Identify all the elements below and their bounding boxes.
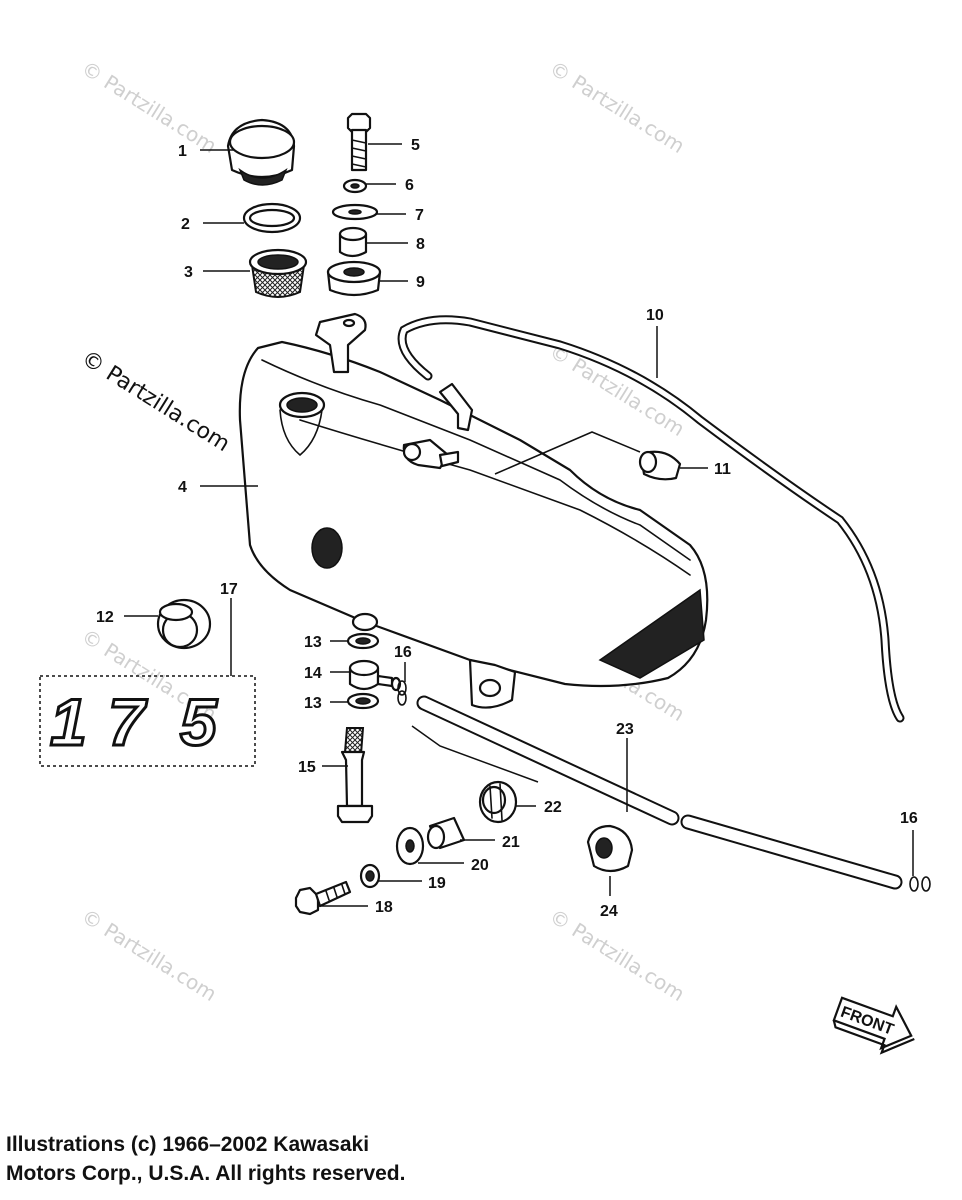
callout-label: 18 bbox=[375, 899, 393, 916]
gasket-ring bbox=[242, 202, 302, 234]
callout-label: 2 bbox=[181, 216, 190, 233]
watermark: © Partzilla.com bbox=[77, 904, 221, 1006]
oil-tank bbox=[238, 312, 709, 709]
callout-label: 10 bbox=[646, 307, 664, 324]
assembly-guides bbox=[411, 725, 539, 783]
callout-label: 5 bbox=[411, 137, 420, 154]
banjo-fitting-14 bbox=[348, 659, 402, 692]
clamp-16-lower bbox=[909, 876, 931, 892]
grommet-24 bbox=[586, 824, 634, 873]
grommet-22 bbox=[478, 780, 518, 824]
copyright-line: Motors Corp., U.S.A. All rights reserved… bbox=[6, 1162, 406, 1185]
callout-label: 22 bbox=[544, 799, 562, 816]
copyright-notice: Illustrations (c) 1966–2002 Kawasaki Mot… bbox=[6, 1130, 405, 1188]
nut-6 bbox=[342, 178, 368, 194]
emblem-digit: 1 bbox=[50, 685, 87, 759]
callout-label: 19 bbox=[428, 875, 446, 892]
watermark: © Partzilla.com bbox=[77, 346, 234, 457]
emblem-digit: 5 bbox=[180, 685, 218, 759]
clamp-16-upper bbox=[397, 680, 407, 706]
callout-label: 4 bbox=[178, 479, 187, 496]
callout-label: 1 bbox=[178, 143, 187, 160]
callout-label: 24 bbox=[600, 903, 618, 920]
callout-label: 13 bbox=[304, 634, 322, 651]
callout-label: 6 bbox=[405, 177, 414, 194]
callout-label: 16 bbox=[900, 810, 918, 827]
washer-13-upper bbox=[346, 632, 380, 650]
copyright-line: Illustrations (c) 1966–2002 Kawasaki bbox=[6, 1133, 370, 1156]
watermark: © Partzilla.com bbox=[77, 56, 221, 158]
collar-8 bbox=[338, 226, 368, 258]
callouts: 1 2 3 4 5 6 7 8 9 10 11 12 13 13 14 15 1 bbox=[96, 137, 918, 920]
filler-strainer bbox=[248, 248, 308, 298]
emblem-digit: 7 bbox=[108, 685, 148, 759]
callout-label: 17 bbox=[220, 581, 238, 598]
grommet-12 bbox=[156, 598, 212, 650]
washer-20 bbox=[395, 826, 425, 866]
callout-label: 21 bbox=[502, 834, 520, 851]
watermark: © Partzilla.com bbox=[545, 339, 689, 441]
callout-label: 13 bbox=[304, 695, 322, 712]
callout-label: 8 bbox=[416, 236, 425, 253]
drain-hose bbox=[416, 695, 903, 890]
callout-label: 15 bbox=[298, 759, 316, 776]
callout-label: 16 bbox=[394, 644, 412, 661]
bolt-18 bbox=[294, 880, 352, 916]
banjo-bolt-15 bbox=[336, 727, 374, 824]
callout-label: 12 bbox=[96, 609, 114, 626]
washer-7 bbox=[331, 203, 379, 221]
watermark: © Partzilla.com bbox=[545, 56, 689, 158]
tank-cap bbox=[226, 118, 296, 186]
callout-label: 11 bbox=[714, 461, 731, 478]
callout-label: 3 bbox=[184, 264, 193, 281]
washer-13-lower bbox=[346, 692, 380, 710]
callout-label: 23 bbox=[616, 721, 634, 738]
front-direction-arrow: FRONT bbox=[832, 996, 915, 1055]
collar-21 bbox=[426, 816, 466, 850]
breather-hose bbox=[397, 315, 905, 723]
grommet-9 bbox=[326, 260, 382, 297]
callout-label: 14 bbox=[304, 665, 322, 682]
callout-label: 7 bbox=[415, 207, 424, 224]
callout-label: 20 bbox=[471, 857, 489, 874]
emblem-175: 1 7 5 bbox=[39, 675, 256, 767]
callout-label: 9 bbox=[416, 274, 425, 291]
plug-11 bbox=[638, 450, 682, 481]
bolt-5 bbox=[346, 112, 372, 172]
washer-19 bbox=[359, 863, 381, 889]
